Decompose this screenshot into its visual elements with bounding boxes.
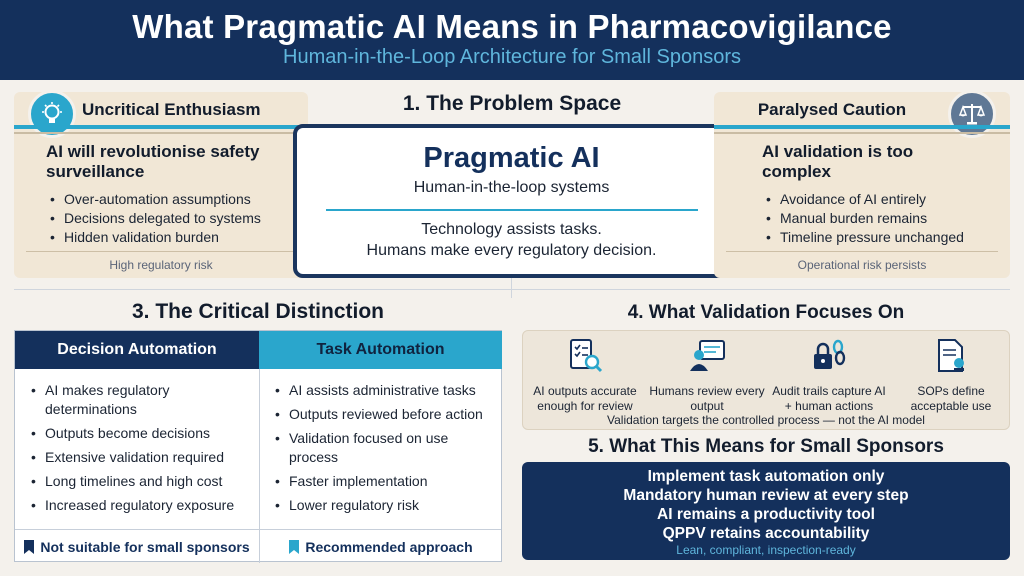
caution-claim: AI validation is too complex [762, 142, 914, 181]
list-item: Over-automation assumptions [46, 190, 306, 209]
list-item: Lower regulatory risk [271, 496, 496, 515]
task-bullets: AI assists administrative tasks Outputs … [271, 381, 496, 515]
validation-item: AI outputs accurate enough for review [526, 337, 644, 414]
pragmatic-line2: Humans make every regulatory decision. [366, 242, 657, 259]
caution-bullets: Avoidance of AI entirely Manual burden r… [762, 190, 1002, 247]
validation-item: Audit trails capture AI + human actions [770, 337, 888, 414]
enthusiasm-divider [14, 125, 308, 129]
validation-item: SOPs define acceptable use [892, 337, 1010, 414]
caution-divider-thin [714, 132, 1010, 134]
lock-chain-icon [814, 339, 846, 369]
page-subtitle: Human-in-the-Loop Architecture for Small… [283, 46, 741, 68]
pragmatic-title: Pragmatic AI [423, 142, 600, 174]
task-footer: Recommended approach [259, 530, 502, 563]
document-stamp-icon [938, 339, 964, 372]
caution-footer: Operational risk persists [726, 251, 998, 272]
section-separator [14, 289, 1010, 290]
header-banner: What Pragmatic AI Means in Pharmacovigil… [0, 0, 1024, 80]
page-title: What Pragmatic AI Means in Pharmacovigil… [132, 8, 892, 45]
bookmark-icon [289, 539, 300, 554]
list-item: AI assists administrative tasks [271, 381, 496, 400]
list-item: Timeline pressure unchanged [762, 228, 1002, 247]
sponsor-tagline: Lean, compliant, inspection-ready [676, 543, 856, 557]
section1-title: 1. The Problem Space [402, 92, 622, 115]
list-item: Decisions delegated to systems [46, 209, 306, 228]
scales-icon [948, 90, 996, 138]
enthusiasm-card: Uncritical Enthusiasm AI will revolution… [14, 90, 308, 278]
table-footer: Not suitable for small sponsors Recommen… [15, 529, 502, 563]
validation-label: Audit trails capture AI + human actions [772, 384, 886, 413]
sponsor-line: QPPV retains accountability [662, 525, 870, 542]
caution-divider [714, 125, 1010, 129]
validation-label: AI outputs accurate enough for review [533, 384, 637, 413]
section3-title: 3. The Critical Distinction [131, 300, 385, 323]
bookmark-icon [24, 539, 35, 554]
sponsor-line: AI remains a productivity tool [657, 506, 875, 523]
enthusiasm-heading: Uncritical Enthusiasm [82, 100, 261, 119]
distinction-table: Decision Automation Task Automation AI m… [14, 330, 502, 563]
checklist-search-icon [570, 339, 603, 373]
column-divider [259, 369, 260, 562]
list-item: Outputs reviewed before action [271, 405, 496, 424]
task-automation-header: Task Automation [259, 331, 502, 369]
enthusiasm-divider-thin [14, 132, 308, 134]
section5-title: 5. What This Means for Small Sponsors [588, 436, 944, 457]
pragmatic-divider [325, 209, 698, 211]
enthusiasm-footer: High regulatory risk [26, 251, 296, 272]
sponsor-line: Implement task automation only [647, 468, 885, 485]
list-item: Validation focused on use process [271, 429, 496, 467]
decision-bullets: AI makes regulatory determinations Outpu… [27, 381, 252, 515]
enthusiasm-bullets: Over-automation assumptions Decisions de… [46, 190, 306, 247]
pragmatic-ai-box: Pragmatic AI Human-in-the-loop systems T… [293, 124, 730, 278]
list-item: Manual burden remains [762, 209, 1002, 228]
list-item: Avoidance of AI entirely [762, 190, 1002, 209]
list-item: Hidden validation burden [46, 228, 306, 247]
small-sponsors-box: Implement task automation only Mandatory… [522, 462, 1010, 560]
person-review-icon [690, 340, 725, 371]
list-item: Increased regulatory exposure [27, 496, 252, 515]
pragmatic-subtitle: Human-in-the-loop systems [413, 179, 610, 196]
decision-footer: Not suitable for small sponsors [15, 530, 259, 563]
validation-label: Humans review every output [649, 384, 765, 413]
enthusiasm-claim: AI will revolutionise safety surveillanc… [46, 142, 260, 181]
list-item: Faster implementation [271, 472, 496, 491]
validation-box: AI outputs accurate enough for review Hu… [522, 330, 1010, 430]
list-item: Outputs become decisions [27, 424, 252, 443]
validation-item: Humans review every output [648, 337, 766, 414]
sponsor-line: Mandatory human review at every step [623, 487, 909, 504]
task-footer-label: Recommended approach [305, 538, 473, 555]
lightbulb-icon [28, 90, 76, 138]
list-item: Long timelines and high cost [27, 472, 252, 491]
decision-automation-header: Decision Automation [15, 331, 259, 369]
list-item: AI makes regulatory determinations [27, 381, 252, 419]
section4-title: 4. What Validation Focuses On [627, 302, 905, 323]
validation-label: SOPs define acceptable use [910, 384, 992, 413]
list-item: Extensive validation required [27, 448, 252, 467]
caution-heading: Paralysed Caution [757, 100, 907, 119]
pragmatic-line1: Technology assists tasks. [421, 221, 602, 238]
validation-note: Validation targets the controlled proces… [607, 413, 925, 427]
caution-card: Paralysed Caution AI validation is too c… [714, 90, 1010, 278]
decision-footer-label: Not suitable for small sponsors [40, 538, 250, 555]
vertical-separator [511, 278, 512, 298]
